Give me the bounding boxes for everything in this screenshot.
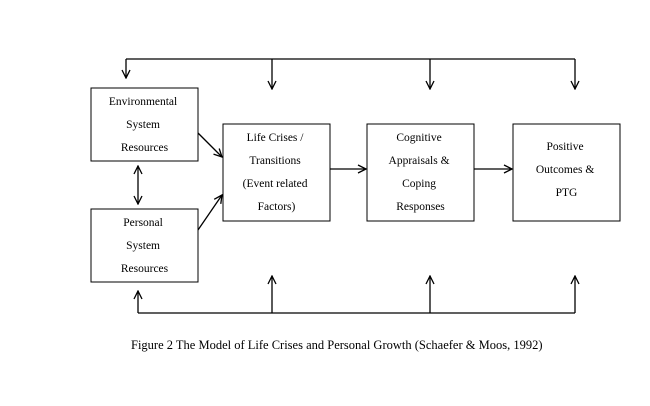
box-personal-resources: Personal System Resources — [90, 208, 199, 283]
arrow-environmental-to-life-crises — [197, 132, 222, 157]
box-environmental-label: Environmental System Resources — [109, 96, 180, 154]
model-diagram: Environmental System Resources Personal … — [90, 58, 621, 314]
figure-caption: Figure 2 The Model of Life Crises and Pe… — [91, 332, 619, 359]
top-feedback-line — [126, 58, 575, 89]
arrow-personal-to-life-crises — [197, 195, 222, 231]
box-cognitive-label: Cognitive Appraisals & Coping Responses — [389, 132, 453, 213]
box-life-crises-label: Life Crises / Transitions (Event related… — [243, 132, 311, 213]
box-environmental-resources: Environmental System Resources — [90, 87, 199, 162]
box-positive-outcomes: Positive Outcomes & PTG — [512, 123, 621, 222]
box-life-crises: Life Crises / Transitions (Event related… — [222, 123, 331, 222]
figure-caption-text: Figure 2 The Model of Life Crises and Pe… — [131, 338, 543, 352]
box-positive-label: Positive Outcomes & PTG — [536, 141, 597, 199]
box-personal-label: Personal System Resources — [121, 217, 169, 275]
box-cognitive-appraisals: Cognitive Appraisals & Coping Responses — [366, 123, 475, 222]
bottom-feedback-line — [138, 276, 575, 314]
